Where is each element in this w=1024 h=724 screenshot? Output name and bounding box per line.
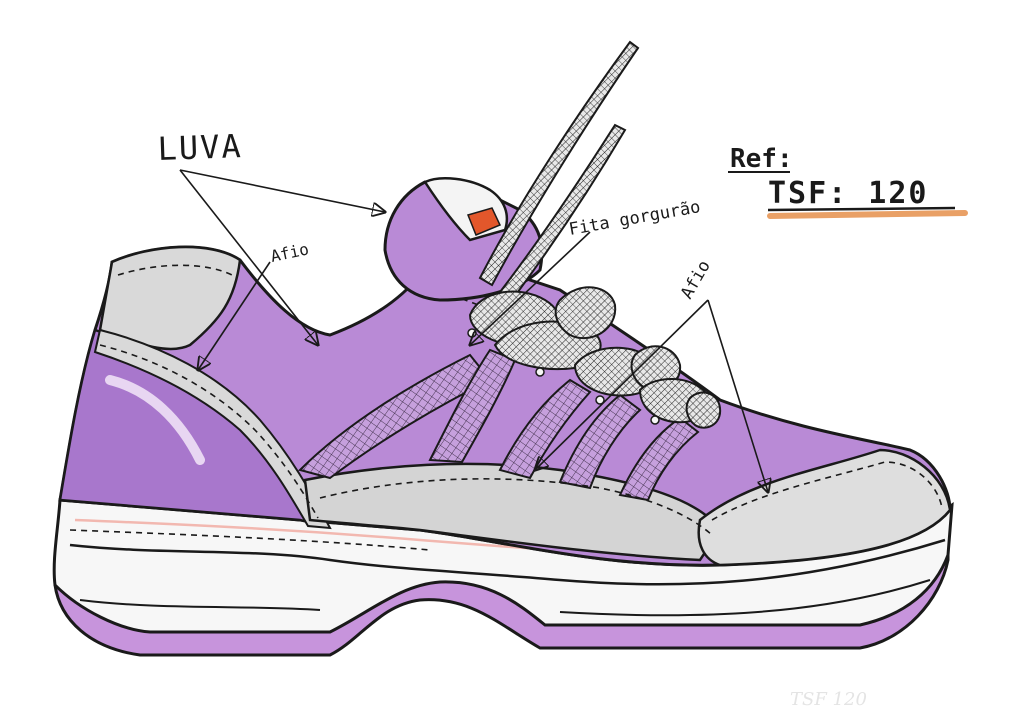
- faint-signature: TSF 120: [790, 689, 867, 710]
- afio-left-arrow: [198, 261, 271, 370]
- annotation-arrows: [179, 169, 768, 492]
- ref-code-underline-orange: [767, 210, 968, 219]
- label-fita-gorgurao: Fita gorgurão: [567, 197, 702, 240]
- label-afio-right: Afio: [677, 257, 715, 302]
- mesh-strip-4: [558, 393, 642, 490]
- side-stripe: [93, 328, 332, 530]
- luva-arrow-to-tongue: [179, 169, 385, 212]
- label-afio-left: Afio: [269, 239, 311, 266]
- afio-right-arrow-1: [535, 299, 709, 470]
- midsole-line-lower: [79, 579, 931, 617]
- heel-tab-orange: [466, 207, 502, 236]
- lace-end-right: [498, 123, 627, 302]
- label-luva: LUVA: [157, 127, 243, 168]
- luva-arrow-to-collar: [179, 169, 318, 345]
- heel-highlight: [105, 375, 205, 465]
- lace-end-left: [478, 40, 640, 287]
- toe-cap: [697, 448, 952, 567]
- fita-arrow: [470, 231, 591, 345]
- ref-code-underline-black: [767, 206, 956, 212]
- eyelets: [467, 328, 660, 425]
- mesh-strip-5: [618, 416, 700, 502]
- ref-code: TSF: 120: [768, 176, 929, 211]
- midsole-line: [69, 538, 946, 586]
- ref-label: Ref:: [730, 144, 793, 174]
- afio-right-arrow-2: [707, 299, 768, 492]
